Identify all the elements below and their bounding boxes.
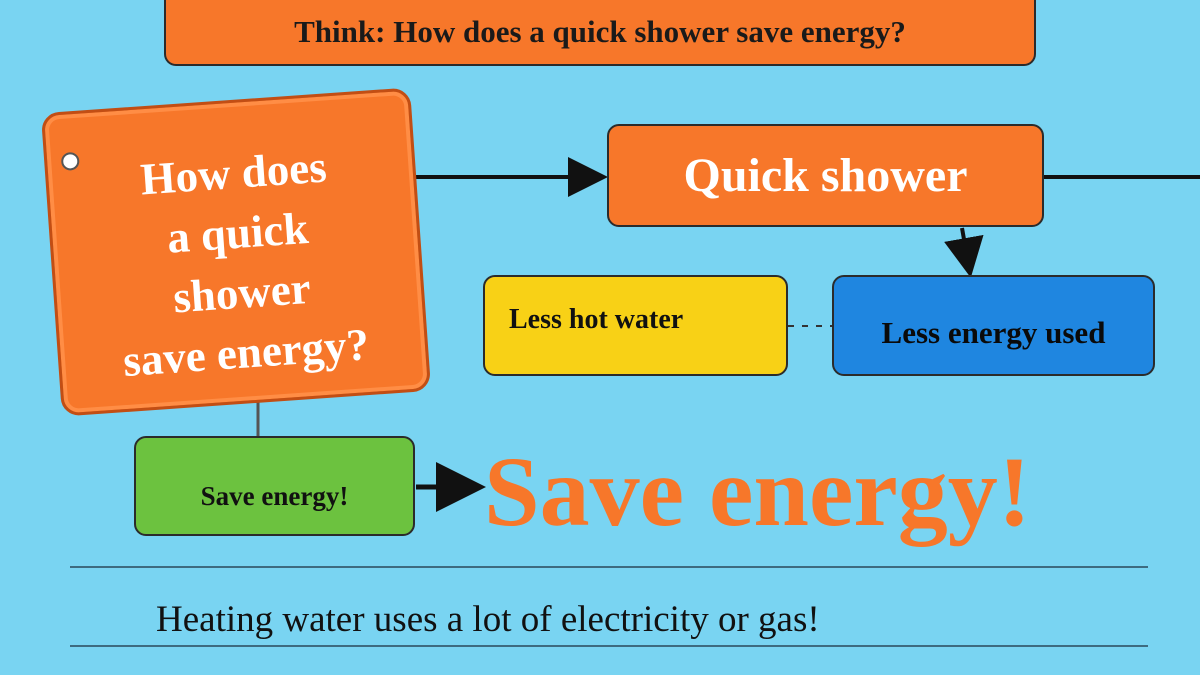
- caption-text: Heating water uses a lot of electricity …: [156, 599, 820, 640]
- question-sign: How does a quick shower save energy?: [40, 87, 432, 417]
- divider-top: [70, 566, 1148, 568]
- divider-bottom: [70, 645, 1148, 647]
- less-hot-water-node: Less hot water: [483, 275, 788, 376]
- think-banner-text: Think: How does a quick shower save ener…: [294, 14, 906, 49]
- quick-shower-node: Quick shower: [607, 124, 1044, 227]
- sign-question-text: How does a quick shower save energy?: [121, 141, 371, 387]
- quick-shower-label: Quick shower: [683, 149, 968, 202]
- arrow-quick-shower-to-less-energy: [944, 227, 984, 278]
- save-energy-headline: Save energy!: [484, 436, 1032, 547]
- save-energy-node: Save energy!: [134, 436, 415, 536]
- save-energy-label: Save energy!: [200, 480, 349, 511]
- less-hot-water-label: Less hot water: [509, 303, 684, 335]
- less-energy-used-node: Less energy used: [832, 275, 1155, 376]
- think-banner: Think: How does a quick shower save ener…: [164, 0, 1036, 66]
- less-energy-used-label: Less energy used: [881, 314, 1106, 350]
